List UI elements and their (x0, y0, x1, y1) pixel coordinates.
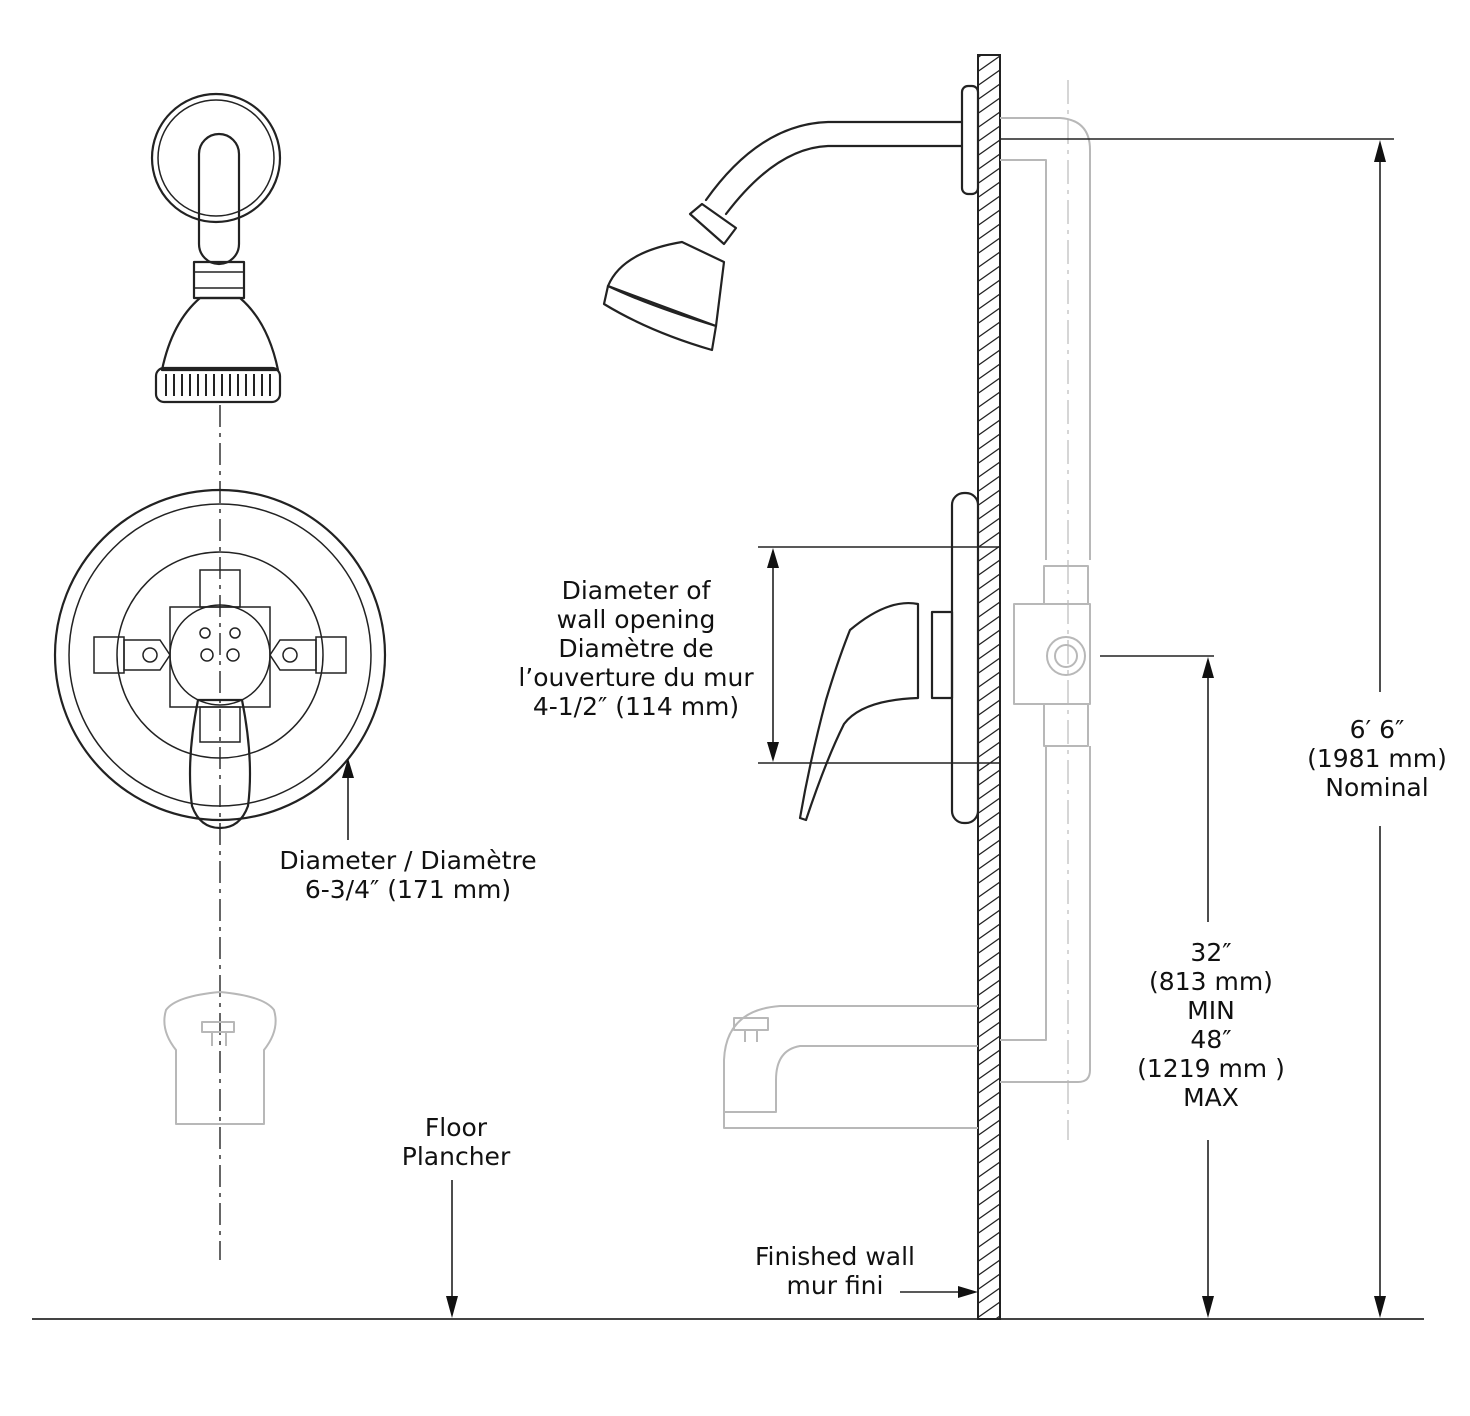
finished-wall (977, 54, 1001, 1320)
shower-height-line-3: Nominal (1325, 773, 1429, 802)
valve-height-line-1: 32″ (1190, 938, 1232, 967)
side-valve-trim (798, 491, 980, 825)
valve-height-line-2: (813 mm) (1149, 967, 1273, 996)
trim-diameter-line-1: Diameter / Diamètre (279, 846, 537, 875)
shower-height-label: 6′ 6″ (1981 mm) Nominal (1296, 715, 1458, 802)
wall-opening-line-4: l’ouverture du mur (518, 663, 754, 692)
wall-opening-line-2: wall opening (556, 605, 716, 634)
finished-wall-line-1: Finished wall (754, 1242, 916, 1271)
valve-height-line-4: 48″ (1190, 1025, 1232, 1054)
side-view (446, 54, 1394, 1320)
front-view (53, 92, 387, 1260)
wall-opening-line-5: 4-1/2″ (114 mm) (532, 692, 740, 721)
trim-diameter-label: Diameter / Diamètre 6-3/4″ (171 mm) (262, 846, 554, 904)
valve-height-label: 32″ (813 mm) MIN 48″ (1219 mm ) MAX (1126, 938, 1296, 1112)
side-shower-head (602, 84, 980, 352)
wall-opening-label: Diameter of wall opening Diamètre de l’o… (505, 576, 767, 721)
valve-height-line-3: MIN (1187, 996, 1235, 1025)
floor-line-2: Plancher (401, 1142, 511, 1171)
finished-wall-line-2: mur fini (786, 1271, 884, 1300)
shower-height-line-1: 6′ 6″ (1349, 715, 1405, 744)
floor-label: Floor Plancher (386, 1113, 526, 1171)
valve-height-line-5: (1219 mm ) (1137, 1054, 1285, 1083)
finished-wall-label: Finished wall mur fini (740, 1242, 930, 1300)
front-tub-spout (163, 991, 277, 1125)
shower-height-line-2: (1981 mm) (1307, 744, 1447, 773)
valve-height-line-6: MAX (1183, 1083, 1239, 1112)
wall-opening-line-1: Diameter of (561, 576, 711, 605)
trim-diameter-line-2: 6-3/4″ (171 mm) (304, 875, 512, 904)
side-hidden-piping (723, 80, 1091, 1140)
front-shower-head (150, 92, 282, 404)
wall-opening-line-3: Diamètre de (558, 634, 714, 663)
floor-line-1: Floor (424, 1113, 488, 1142)
front-trim-plate (53, 488, 387, 830)
